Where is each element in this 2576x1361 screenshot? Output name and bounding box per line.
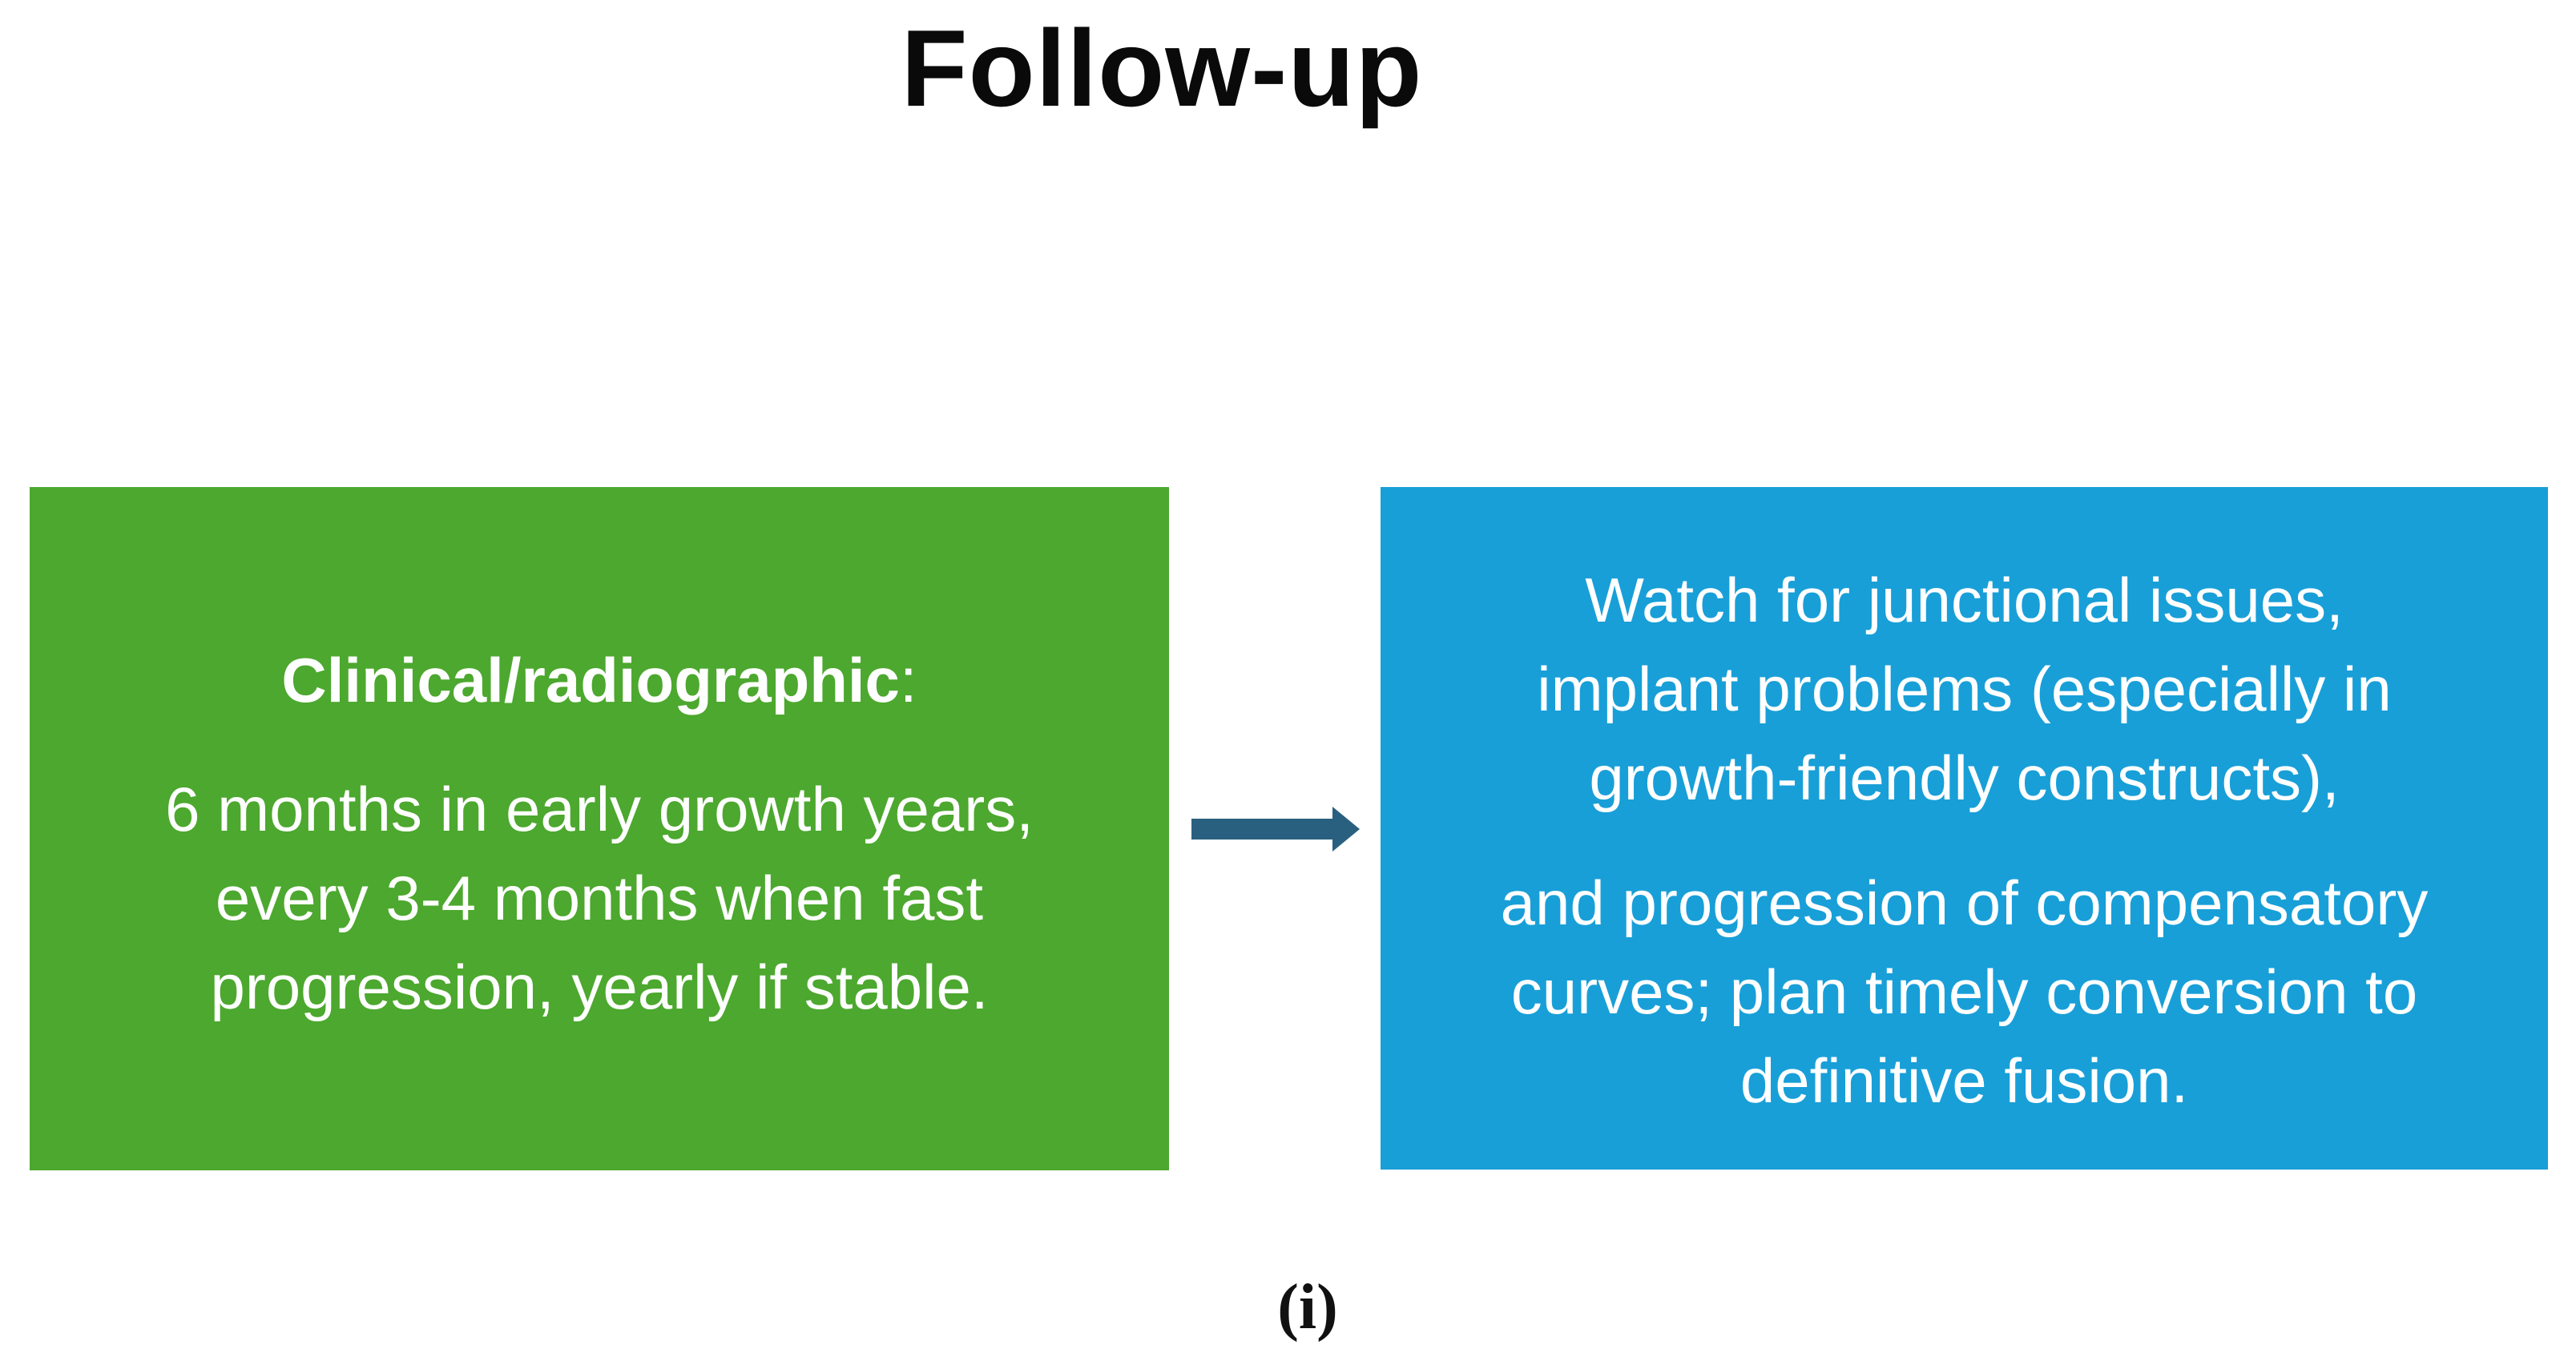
- text-line: growth-friendly constructs),: [1589, 742, 2340, 813]
- right-arrow-icon: [1191, 807, 1360, 852]
- page-title: Follow-up: [901, 7, 1423, 129]
- text-line: implant problems (especially in: [1537, 653, 2392, 724]
- text-line: definitive fusion.: [1740, 1045, 2189, 1116]
- text-line: every 3-4 months when fast: [215, 863, 984, 933]
- text-line: Watch for junctional issues,: [1585, 564, 2344, 635]
- green-followup-schedule-box: Clinical/radiographic: 6 months in early…: [30, 487, 1169, 1170]
- blue-box-paragraph-2: and progression of compensatory curves; …: [1501, 859, 2429, 1125]
- green-box-body: 6 months in early growth years, every 3-…: [165, 765, 1034, 1032]
- text-line: curves; plan timely conversion to: [1510, 956, 2418, 1027]
- green-box-heading-text: Clinical/radiographic: [281, 645, 900, 715]
- green-box-heading: Clinical/radiographic:: [281, 635, 917, 725]
- text-line: progression, yearly if stable.: [210, 952, 989, 1022]
- right-arrow-icon: [1191, 807, 1360, 852]
- blue-monitoring-box: Watch for junctional issues, implant pro…: [1381, 487, 2548, 1170]
- green-box-heading-colon: :: [899, 645, 917, 715]
- blue-box-paragraph-1: Watch for junctional issues, implant pro…: [1537, 556, 2391, 823]
- text-line: 6 months in early growth years,: [165, 774, 1034, 844]
- text-line: and progression of compensatory: [1500, 867, 2429, 938]
- figure-sublabel: (i): [1277, 1272, 1338, 1343]
